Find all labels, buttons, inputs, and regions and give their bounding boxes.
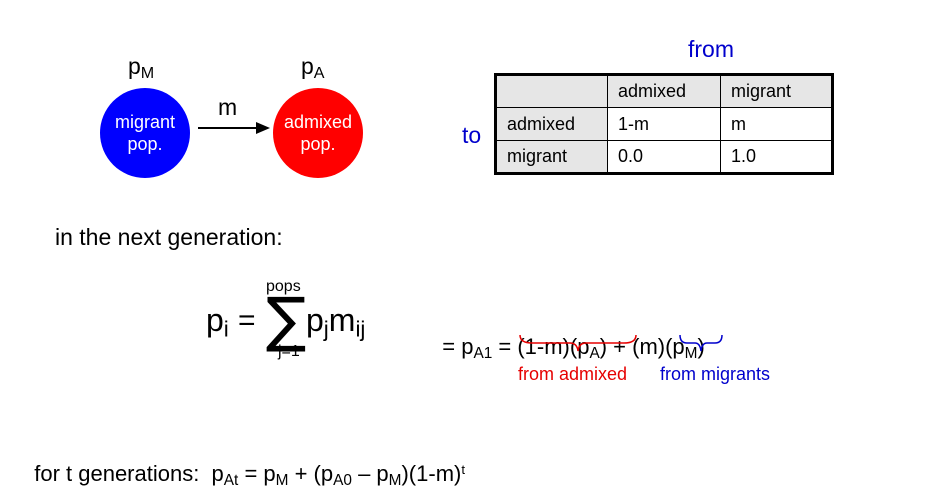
migration-arrow [198,122,270,134]
table-cell: 0.0 [607,140,721,174]
to-label: to [462,122,482,148]
table-cell: 1-m [607,107,721,141]
table-corner-cell [495,74,608,108]
admixed-node-line1: admixed [283,112,353,132]
admixed-freq-label: pA [301,53,325,83]
formula-lhs: pi [206,302,229,342]
sigma-icon: ∑ [266,285,307,355]
table-header-cell: admixed [607,74,721,108]
migrant-freq-label: pM [128,53,155,83]
admixed-node-line2: pop. [300,134,336,154]
table-header-cell: migrant [720,74,833,108]
admixed-brace-icon [519,334,637,352]
t-generations-formula: for t generations: pAt = pM + (pA0 – pM)… [34,461,466,489]
from-migrants-label: from migrants [660,364,771,384]
sum-upper-limit: pops [266,278,301,295]
table-row-label: admixed [495,107,608,141]
sum-lower-limit: j=1 [278,343,300,360]
table-cell: m [720,107,833,141]
table-cell: 1.0 [720,140,833,174]
from-label: from [688,36,734,62]
admixture-expression: = pA1 = (1-m)(pA) + (m)(pM) [442,334,705,362]
migrants-brace-icon [679,334,723,352]
migration-matrix: admixed migrant admixed 1-m m migrant 0.… [494,73,834,175]
formula-term: pjmij [306,302,366,342]
formula-equals: = [238,304,256,337]
migrant-node-line2: pop. [127,134,163,154]
next-generation-text: in the next generation: [55,224,283,250]
table-row: migrant 0.0 1.0 [495,140,833,174]
table-header-row: admixed migrant [495,74,833,108]
migrant-pop-node: migrant pop. [100,88,190,178]
table-row: admixed 1-m m [495,107,833,141]
admixed-pop-node: admixed pop. [273,88,363,178]
migrant-node-line1: migrant [114,112,176,132]
table-row-label: migrant [495,140,608,174]
edge-label: m [218,94,238,120]
from-admixed-label: from admixed [518,364,628,384]
